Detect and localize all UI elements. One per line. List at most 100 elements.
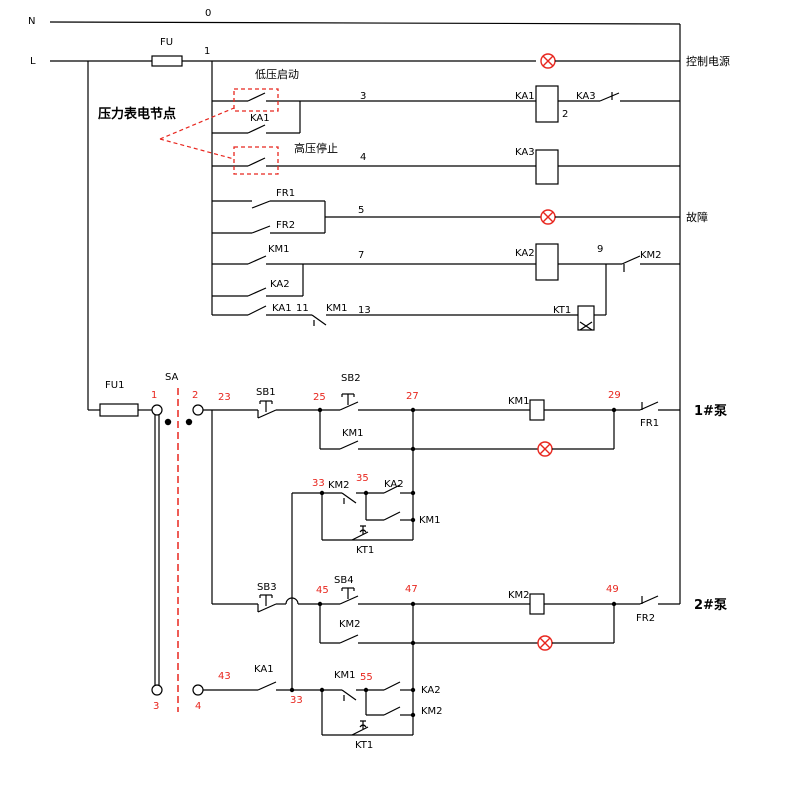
sa-position-dot-right: [185, 418, 193, 426]
ka1-timer-label: KA1: [272, 303, 292, 314]
wire-4-number: 4: [360, 152, 366, 163]
ka2-auto-label: KA2: [384, 479, 404, 490]
kt1-delay-contact-lower: [351, 720, 369, 736]
gauge-pointer-upper: [159, 107, 235, 140]
fault-label: 故障: [686, 210, 708, 224]
node-33-upper: 33: [312, 478, 325, 489]
km2-coil-label: KM2: [508, 590, 530, 601]
sa-terminal-4: [192, 684, 204, 696]
junction-47b: [410, 640, 416, 646]
sb1-label: SB1: [256, 387, 276, 398]
sa-pin-4: 4: [195, 701, 201, 712]
km2-contactor-coil: [529, 593, 545, 615]
kt1-timer-symbol: [579, 321, 593, 331]
sa-terminal-3: [151, 684, 163, 696]
selector-switch-label: SA: [165, 372, 179, 383]
neutral-wire-number: 0: [205, 8, 211, 19]
ka1-auto-label: KA1: [254, 664, 274, 675]
node-23: 23: [218, 392, 231, 403]
wire-13-number: 13: [358, 305, 371, 316]
km1-hold-label: KM1: [342, 428, 364, 439]
km2-auto-label: KM2: [328, 480, 350, 491]
junction-27b: [410, 446, 416, 452]
low-pressure-start-label: 低压启动: [255, 68, 299, 81]
node-43: 43: [218, 671, 231, 682]
control-power-label: 控制电源: [686, 54, 730, 68]
pump-1-run-lamp: [537, 441, 553, 457]
km1-auto-nc-label: KM1: [334, 670, 356, 681]
kt1-timer-coil: [577, 305, 595, 331]
sa-terminal-2: [192, 404, 204, 416]
node-29: 29: [608, 390, 621, 401]
ka1-timer-contact: [247, 305, 267, 316]
km2-nc-interlock: [621, 255, 641, 265]
km2-auto-lower-label: KM2: [421, 706, 443, 717]
gauge-contact-box-low: [233, 88, 279, 112]
ka2-coil-label: KA2: [515, 248, 535, 259]
node-11-number: 11: [296, 303, 309, 314]
ka2-hold-contact: [247, 287, 267, 297]
km1-auto-contact: [383, 511, 401, 521]
ka1-auto-contact: [257, 681, 277, 691]
ka2-hold-label: KA2: [270, 279, 290, 290]
km1-contactor-coil: [529, 399, 545, 421]
sb4-label: SB4: [334, 575, 354, 586]
wire-crossover-arc: [285, 597, 299, 605]
fr1-contact: [251, 200, 271, 209]
node-35: 35: [356, 473, 369, 484]
pressure-gauge-contact-label: 压力表电节点: [98, 106, 176, 122]
fault-indicator-lamp: [540, 209, 556, 225]
km1-aux-contact: [247, 255, 267, 265]
junction-dot: [410, 687, 416, 693]
km1-auto-label: KM1: [419, 515, 441, 526]
km1-coil-label: KM1: [508, 396, 530, 407]
sa-pin-1: 1: [151, 390, 157, 401]
gauge-contact-box-high: [233, 146, 279, 175]
km1-nc-contact: [311, 314, 327, 326]
fr2-overload-contact: [639, 595, 659, 605]
power-fuse-fu1: [99, 403, 139, 417]
km2-nc-label: KM2: [640, 250, 662, 261]
sb3-label: SB3: [257, 582, 277, 593]
km1-hold-contact: [339, 440, 359, 450]
node-47: 47: [405, 584, 418, 595]
node-55: 55: [360, 672, 373, 683]
junction-dot: [410, 712, 416, 718]
ka1-hold-label: KA1: [250, 113, 270, 124]
wire-5-number: 5: [358, 205, 364, 216]
node-49: 49: [606, 584, 619, 595]
fr1-overload-label: FR1: [640, 418, 659, 429]
fr1-overload-contact: [639, 401, 659, 411]
ka3-contact-label: KA3: [576, 91, 596, 102]
sb3-stop-button: [257, 594, 277, 613]
pump-1-label: 1#泵: [694, 404, 727, 419]
node-9-number: 9: [597, 244, 603, 255]
km2-hold-contact: [339, 634, 359, 644]
fr2-contact-label: FR2: [276, 220, 295, 231]
sa-pin-3: 3: [153, 701, 159, 712]
pump-2-run-lamp: [537, 635, 553, 651]
km2-nc-auto-contact: [341, 492, 357, 504]
high-pressure-contact: [247, 157, 266, 167]
ka1-pin-2: 2: [562, 109, 568, 120]
fr1-contact-label: FR1: [276, 188, 295, 199]
ka2-relay-coil: [535, 243, 559, 281]
sb1-stop-button: [257, 400, 277, 419]
junction-dot: [289, 687, 295, 693]
power-fuse-label: FU1: [105, 380, 124, 391]
node-27: 27: [406, 391, 419, 402]
km1-aux-label: KM1: [268, 244, 290, 255]
low-pressure-contact: [247, 92, 266, 102]
sa-terminal-1: [151, 404, 163, 416]
kt1-lower-label: KT1: [355, 740, 373, 751]
km1-nc-auto-contact: [341, 689, 357, 701]
sb2-label: SB2: [341, 373, 361, 384]
kt1-upper-label: KT1: [356, 545, 374, 556]
km2-auto-contact-lower: [383, 706, 401, 716]
node-45: 45: [316, 585, 329, 596]
sb2-start-button: [339, 393, 359, 411]
ka1-hold-contact: [247, 124, 266, 134]
sb4-start-button: [339, 587, 359, 605]
gauge-pointer-lower: [159, 138, 235, 160]
